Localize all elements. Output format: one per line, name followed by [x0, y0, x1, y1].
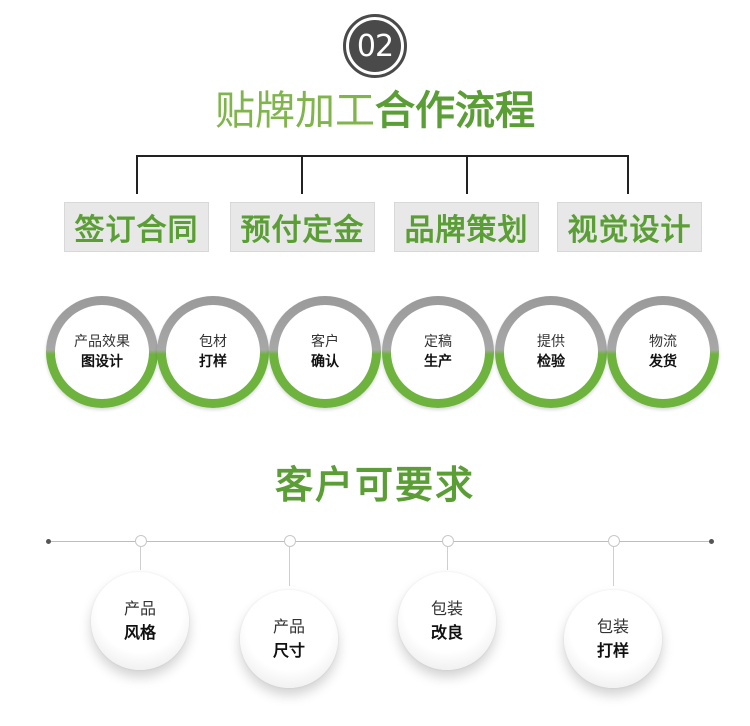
requirement-label-1: 产品 [272, 617, 305, 636]
step-box-contract: 签订合同 [64, 202, 209, 252]
step-number-badge: 02 [343, 14, 407, 78]
process-label-2: 确认 [311, 354, 339, 370]
title-bold: 合作流程 [375, 88, 535, 134]
process-label-2: 打样 [199, 354, 227, 370]
timeline-node-4 [608, 535, 620, 547]
process-label-2: 发货 [649, 354, 677, 370]
requirement-label-2: 改良 [430, 623, 463, 642]
timeline-node-3 [442, 535, 454, 547]
timeline-end-dot [709, 539, 714, 544]
process-circle-production: 定稿 生产 [382, 296, 494, 408]
process-label-1: 物流 [649, 334, 677, 350]
requirement-product-style: 产品 风格 [91, 572, 189, 670]
process-label-2: 图设计 [81, 354, 123, 370]
process-label-1: 包材 [199, 334, 227, 350]
step-box-deposit: 预付定金 [230, 202, 375, 252]
process-circle-inner: 物流 发货 [616, 305, 710, 399]
process-circle-inner: 客户 确认 [278, 305, 372, 399]
timeline-line [48, 541, 712, 542]
timeline-stem-1 [140, 546, 141, 570]
step-number: 02 [349, 20, 401, 72]
process-label-1: 定稿 [424, 334, 452, 350]
requirement-label-1: 包装 [596, 617, 629, 636]
process-circle-inner: 包材 打样 [166, 305, 260, 399]
page-title: 贴牌加工合作流程 [0, 86, 750, 136]
timeline-stem-2 [289, 546, 290, 586]
timeline-start-dot [46, 539, 51, 544]
timeline-node-1 [135, 535, 147, 547]
process-circle-inner: 提供 检验 [504, 305, 598, 399]
requirement-product-size: 产品 尺寸 [240, 590, 338, 688]
tree-branch-4 [627, 155, 629, 194]
section-subtitle: 客户可要求 [274, 463, 475, 507]
process-label-2: 检验 [537, 354, 565, 370]
process-circle-inner: 产品效果 图设计 [55, 305, 149, 399]
process-label-1: 提供 [537, 334, 565, 350]
process-circle-shipping: 物流 发货 [607, 296, 719, 408]
tree-horizontal-line [137, 155, 628, 157]
process-circle-design: 产品效果 图设计 [46, 296, 158, 408]
timeline-stem-4 [613, 546, 614, 586]
process-circle-inspection: 提供 检验 [495, 296, 607, 408]
requirement-label-2: 尺寸 [272, 641, 305, 660]
process-label-1: 产品效果 [74, 334, 130, 350]
process-circle-inner: 定稿 生产 [391, 305, 485, 399]
process-label-2: 生产 [424, 354, 452, 370]
process-label-1: 客户 [311, 334, 339, 350]
tree-branch-1 [136, 155, 138, 194]
process-circle-confirm: 客户 确认 [269, 296, 381, 408]
timeline-node-2 [284, 535, 296, 547]
requirement-label-1: 产品 [123, 599, 156, 618]
step-box-visual: 视觉设计 [557, 202, 702, 252]
requirement-packaging-improve: 包装 改良 [398, 572, 496, 670]
tree-branch-2 [301, 155, 303, 194]
requirement-packaging-sample: 包装 打样 [564, 590, 662, 688]
title-light: 贴牌加工 [215, 88, 375, 134]
timeline-stem-3 [447, 546, 448, 570]
step-box-branding: 品牌策划 [394, 202, 539, 252]
process-circle-packaging-sample: 包材 打样 [157, 296, 269, 408]
requirement-label-2: 打样 [596, 641, 629, 660]
requirement-label-1: 包装 [430, 599, 463, 618]
requirement-label-2: 风格 [123, 623, 156, 642]
tree-branch-3 [466, 155, 468, 194]
